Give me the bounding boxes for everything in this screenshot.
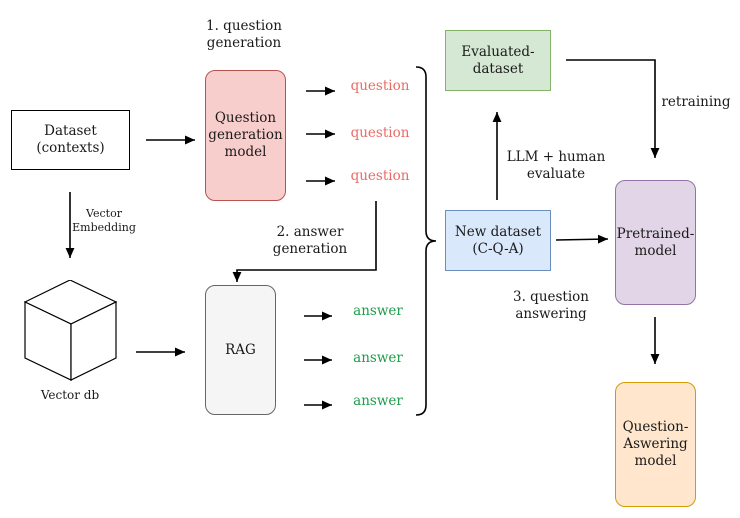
rag-node: RAG xyxy=(205,285,276,415)
question-answering-model-label: Question- Aswering model xyxy=(622,419,689,469)
question-generation-model-label: Question generation model xyxy=(208,110,283,160)
rag-label: RAG xyxy=(225,341,256,358)
new-dataset-node: New dataset (C-Q-A) xyxy=(445,210,551,271)
step2-label: 2. answer generation xyxy=(272,224,348,257)
question-output-1: question xyxy=(350,78,410,94)
question-output-2: question xyxy=(350,125,410,141)
step1-label: 1. question generation xyxy=(206,18,282,51)
pretrained-model-node: Pretrained- model xyxy=(615,180,696,305)
dataset-node: Dataset (contexts) xyxy=(11,110,130,170)
evaluated-dataset-label: Evaluated- dataset xyxy=(461,43,535,77)
step3-label: 3. question answering xyxy=(513,289,589,322)
arrow-questions-to-rag xyxy=(232,201,377,282)
vector-db-label: Vector db xyxy=(40,388,100,402)
new-dataset-label: New dataset (C-Q-A) xyxy=(454,223,542,257)
pretrained-model-label: Pretrained- model xyxy=(616,225,695,259)
vector-db-cube-icon xyxy=(24,280,118,381)
curly-brace xyxy=(415,66,437,416)
answer-output-1: answer xyxy=(353,303,403,319)
question-answering-model-node: Question- Aswering model xyxy=(615,382,696,507)
arrow-new-to-pretrained xyxy=(555,234,609,244)
dataset-label: Dataset (contexts) xyxy=(36,123,105,156)
llm-human-evaluate-label: LLM + human evaluate xyxy=(506,149,606,182)
answer-output-2: answer xyxy=(353,350,403,366)
retraining-label: retraining xyxy=(661,94,731,110)
answer-output-3: answer xyxy=(353,393,403,409)
evaluated-dataset-node: Evaluated- dataset xyxy=(445,30,551,91)
question-output-3: question xyxy=(350,168,410,184)
vector-embedding-label: Vector Embedding xyxy=(72,207,136,234)
question-generation-model-node: Question generation model xyxy=(205,70,286,201)
arrow-retraining xyxy=(566,59,660,158)
